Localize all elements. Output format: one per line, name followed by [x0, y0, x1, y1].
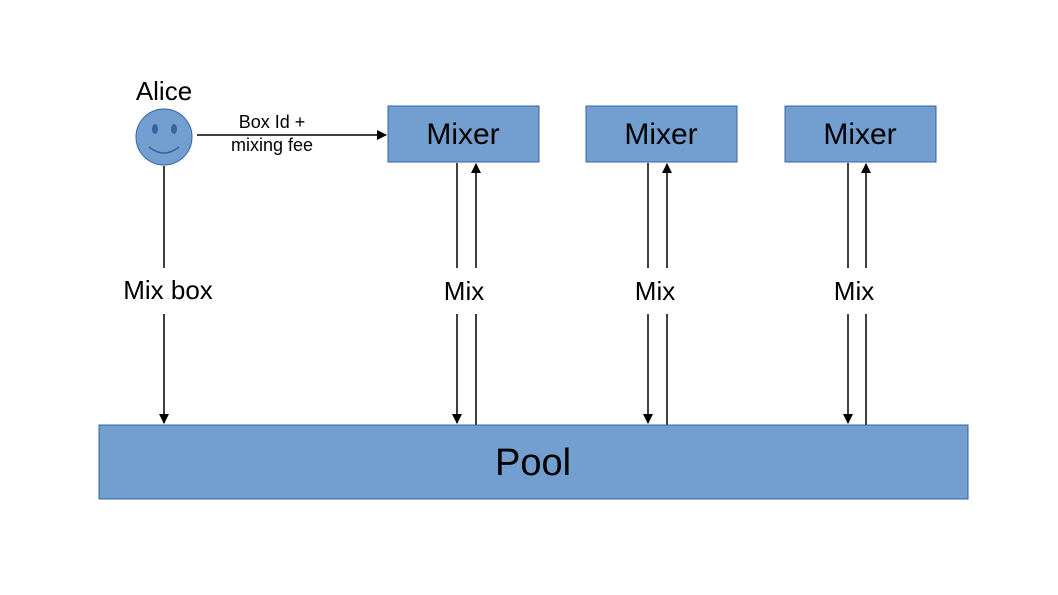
mix-label-1: Mix	[444, 276, 484, 306]
pool-box: Pool	[98, 424, 969, 500]
mix-label-3: Mix	[834, 276, 874, 306]
alice-label: Alice	[136, 76, 192, 106]
mix-label-2: Mix	[635, 276, 675, 306]
mixer-label: Mixer	[823, 118, 896, 151]
mixer-box-2: Mixer	[585, 105, 738, 163]
mixer-label: Mixer	[624, 118, 697, 151]
request-label-line1: Box Id +	[239, 112, 306, 132]
mixer-box-1: Mixer	[387, 105, 540, 163]
request-label-line2: mixing fee	[231, 135, 313, 155]
mixer-box-3: Mixer	[784, 105, 937, 163]
pool-label: Pool	[495, 442, 571, 484]
mix-box-label: Mix box	[123, 275, 213, 305]
smiley-face-icon	[135, 108, 193, 166]
mixer-label: Mixer	[426, 118, 499, 151]
